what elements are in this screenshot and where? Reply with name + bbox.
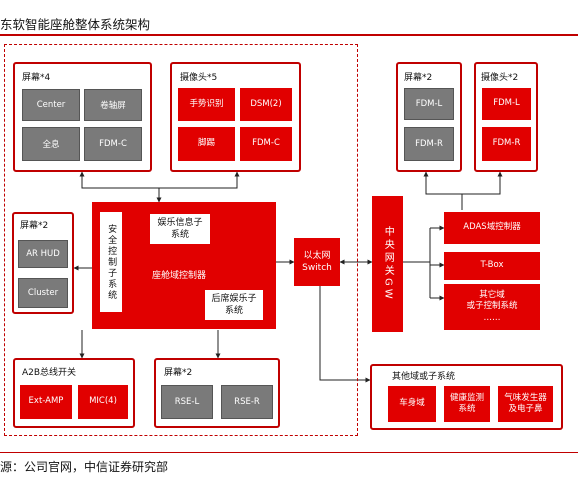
ethernet-switch: 以太网 Switch bbox=[294, 238, 340, 286]
mic: MIC(4) bbox=[78, 385, 128, 419]
ethernet-switch-line1: 以太网 bbox=[303, 250, 331, 261]
cameras-top-label: 摄像头*5 bbox=[180, 73, 218, 83]
central-gateway: 中央网关GW bbox=[372, 196, 403, 332]
screen-cluster: Cluster bbox=[18, 278, 68, 308]
rear-entertainment-subsystem: 后席娱乐子系统 bbox=[205, 290, 263, 320]
screens-right-label: 屏幕*2 bbox=[404, 73, 433, 83]
cameras-right-label: 摄像头*2 bbox=[481, 73, 519, 83]
other-domain-line2: 或子控制系统 bbox=[466, 301, 518, 312]
camera-fdm-c: FDM-C bbox=[240, 127, 292, 161]
other-domain-line1: 其它域 bbox=[479, 289, 505, 300]
camera-fdm-r: FDM-R bbox=[482, 127, 531, 161]
camera-fdm-l: FDM-L bbox=[482, 88, 531, 120]
cockpit-system-boundary bbox=[4, 44, 358, 436]
ext-amp: Ext-AMP bbox=[20, 385, 72, 419]
camera-gesture: 手势识别 bbox=[178, 88, 235, 121]
page-title: 东软智能座舱整体系统架构 bbox=[0, 17, 151, 32]
other-domains-label: 其他域或子系统 bbox=[392, 372, 456, 382]
title-underline bbox=[0, 34, 578, 36]
source-note: 源：公司官网，中信证券研究部 bbox=[0, 460, 169, 474]
entertainment-subsystem: 娱乐信息子系统 bbox=[150, 214, 210, 244]
screen-rse-l: RSE-L bbox=[161, 385, 213, 419]
bottom-rule bbox=[0, 452, 578, 453]
screen-hologram: 全息 bbox=[22, 127, 80, 161]
screen-ar-hud: AR HUD bbox=[18, 240, 68, 268]
scent-generator-e-nose: 气味发生器及电子鼻 bbox=[498, 386, 553, 422]
health-monitoring-system: 健康监测系统 bbox=[444, 386, 490, 422]
screen-center: Center bbox=[22, 89, 80, 121]
screens-left-label: 屏幕*2 bbox=[20, 221, 49, 231]
screen-fdm-c: FDM-C bbox=[84, 127, 142, 161]
ethernet-switch-line2: Switch bbox=[302, 263, 332, 273]
cockpit-domain-label: 座舱域控制器 bbox=[152, 271, 207, 281]
screens-bottom-label: 屏幕*2 bbox=[164, 368, 193, 378]
a2b-label: A2B总线开关 bbox=[22, 368, 77, 378]
screen-rse-r: RSE-R bbox=[221, 385, 273, 419]
screens-top-label: 屏幕*4 bbox=[22, 73, 51, 83]
screen-fdm-r: FDM-R bbox=[404, 127, 454, 161]
camera-kick: 脚踢 bbox=[178, 127, 235, 161]
adas-domain-controller: ADAS域控制器 bbox=[444, 212, 540, 244]
safety-control-subsystem: 安全控制子系统 bbox=[100, 212, 122, 312]
camera-dsm: DSM(2) bbox=[240, 88, 292, 121]
t-box: T-Box bbox=[444, 252, 540, 280]
other-domain-line3: …… bbox=[483, 312, 501, 323]
other-domain-controllers: 其它域 或子控制系统 …… bbox=[444, 284, 540, 330]
screen-scroll: 卷轴屏 bbox=[84, 89, 142, 121]
screen-fdm-l: FDM-L bbox=[404, 88, 454, 120]
body-domain: 车身域 bbox=[388, 386, 436, 422]
